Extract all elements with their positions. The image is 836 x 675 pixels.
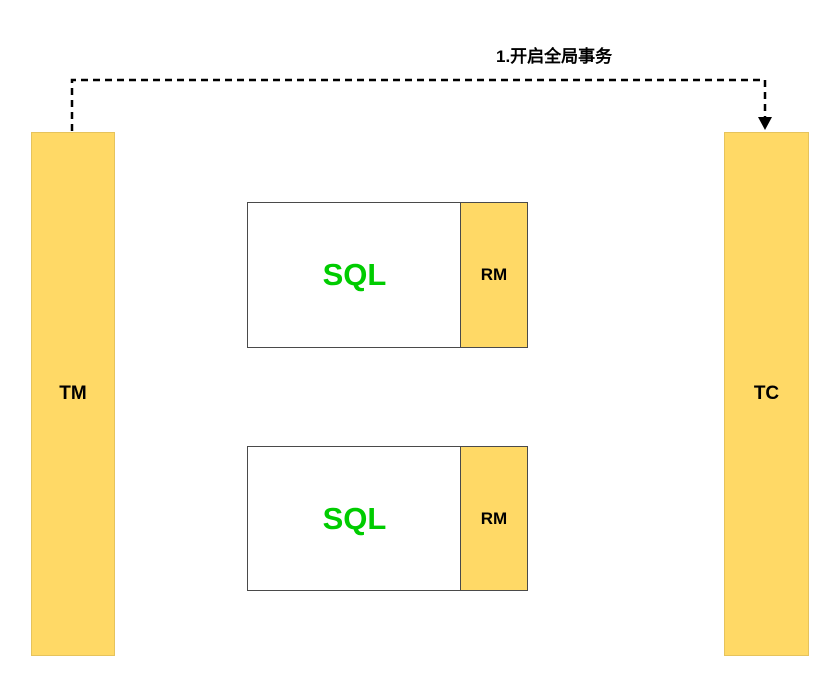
edge-tm-to-tc	[70, 78, 767, 131]
sql-section: SQL	[248, 447, 461, 590]
rm-label: RM	[480, 508, 508, 528]
tm-label: TM	[59, 383, 87, 404]
rm-section[interactable]: RM	[460, 203, 527, 347]
sql-section: SQL	[248, 203, 461, 347]
sql-label: SQL	[322, 257, 387, 292]
rm-section[interactable]: RM	[460, 447, 527, 590]
tc-label: TC	[753, 383, 780, 404]
resource-box-1[interactable]: SQL RM	[247, 202, 528, 348]
rm-label: RM	[480, 265, 508, 284]
resource-box-2[interactable]: SQL RM	[247, 446, 528, 591]
tm-pillar[interactable]: TM	[31, 132, 115, 656]
sql-label: SQL	[322, 500, 387, 536]
tc-pillar[interactable]: TC	[724, 132, 809, 656]
arrowhead-icon	[758, 117, 772, 130]
edge-label-start-global-transaction: 1.开启全局事务	[496, 47, 613, 66]
